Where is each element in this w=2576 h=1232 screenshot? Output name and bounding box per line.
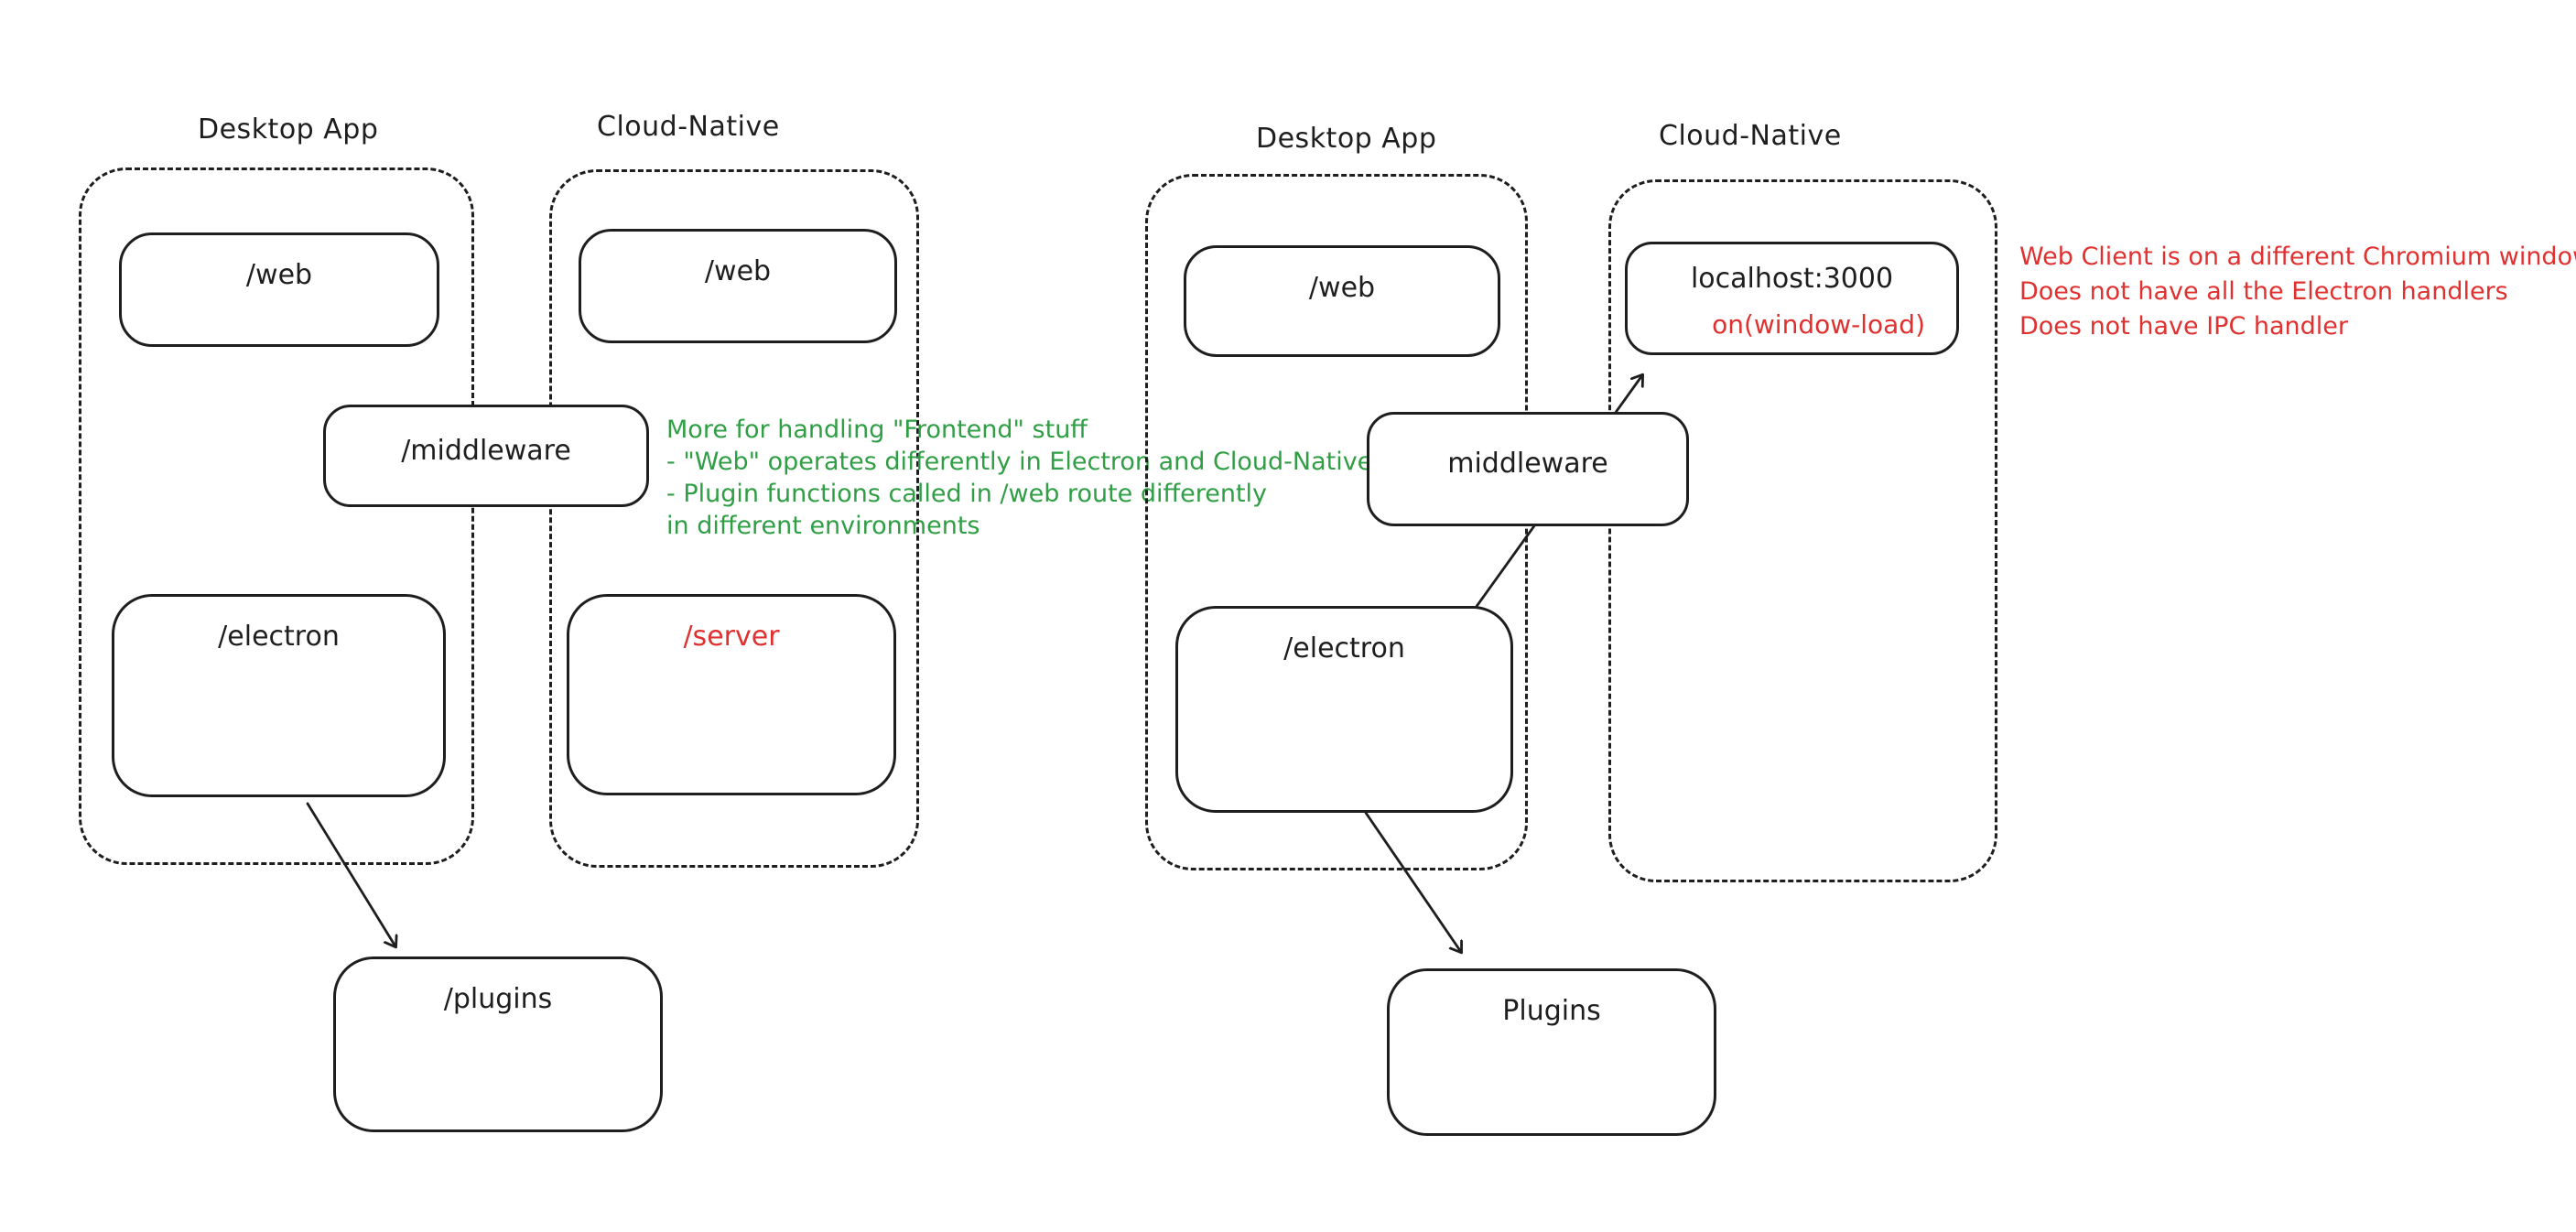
right-middleware-label: middleware — [1447, 448, 1608, 480]
right-localhost-box: localhost:3000 on(window-load) — [1625, 242, 1959, 355]
red-note-line-3: Does not have IPC handler — [2019, 312, 2349, 340]
left-web-cloud-label: /web — [704, 255, 772, 287]
right-web-label: /web — [1308, 272, 1376, 304]
left-plugins-box: /plugins — [333, 956, 663, 1132]
red-note-line-2: Does not have all the Electron handlers — [2019, 277, 2508, 306]
right-web-box: /web — [1184, 245, 1500, 357]
green-note-line-1: More for handling "Frontend" stuff — [666, 416, 1088, 444]
right-electron-box: /electron — [1175, 606, 1513, 813]
right-plugins-label: Plugins — [1502, 995, 1601, 1027]
left-web-desktop-label: /web — [245, 259, 313, 291]
right-cloud-native-label: Cloud-Native — [1659, 120, 1842, 152]
green-note-line-3: - Plugin functions called in /web route … — [666, 480, 1268, 508]
right-plugins-box: Plugins — [1387, 968, 1716, 1136]
left-desktop-app-label: Desktop App — [198, 113, 379, 146]
left-middleware-box: /middleware — [323, 405, 649, 507]
left-desktop-app-container — [79, 168, 474, 865]
left-middleware-label: /middleware — [401, 435, 571, 467]
green-note-line-4: in different environments — [666, 512, 980, 540]
left-electron-box: /electron — [112, 594, 446, 797]
left-server-label: /server — [683, 621, 780, 653]
right-on-window-load-label: on(window-load) — [1712, 309, 1925, 340]
right-middleware-box: middleware — [1367, 412, 1689, 526]
right-desktop-app-label: Desktop App — [1256, 123, 1437, 155]
right-localhost-label: localhost:3000 — [1690, 263, 1894, 295]
red-note-line-1: Web Client is on a different Chromium wi… — [2019, 243, 2576, 271]
left-green-note: More for handling "Frontend" stuff - "We… — [666, 414, 1372, 542]
right-electron-label: /electron — [1283, 632, 1405, 665]
left-web-desktop-box: /web — [119, 232, 439, 347]
right-red-note: Web Client is on a different Chromium wi… — [2019, 240, 2576, 344]
green-note-line-2: - "Web" operates differently in Electron… — [666, 448, 1373, 476]
left-electron-label: /electron — [218, 621, 340, 653]
left-cloud-native-container — [549, 169, 919, 868]
left-plugins-label: /plugins — [443, 983, 553, 1015]
left-web-cloud-box: /web — [579, 229, 897, 343]
right-cloud-native-container — [1608, 179, 1997, 882]
left-cloud-native-label: Cloud-Native — [597, 111, 780, 143]
left-server-box: /server — [567, 594, 896, 795]
